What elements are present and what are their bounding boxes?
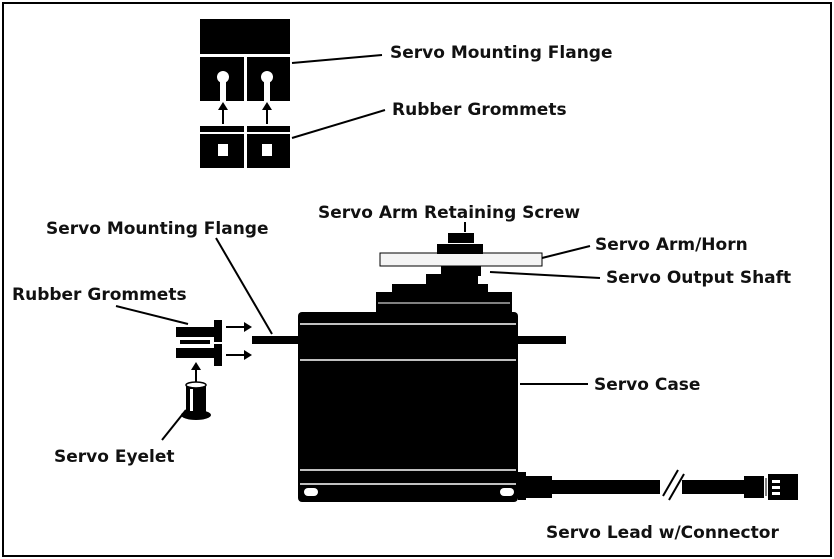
label-rubber-grommets-left: Rubber Grommets <box>12 285 187 305</box>
label-servo-lead-connector: Servo Lead w/Connector <box>546 523 779 543</box>
leader-lines <box>115 54 601 441</box>
label-servo-eyelet: Servo Eyelet <box>54 447 175 467</box>
servo-case <box>298 312 518 502</box>
label-servo-mounting-flange-left: Servo Mounting Flange <box>46 219 269 239</box>
servo-arm-horn <box>379 252 543 267</box>
grommets-side <box>176 320 222 366</box>
label-servo-arm-horn: Servo Arm/Horn <box>595 235 748 255</box>
label-servo-output-shaft: Servo Output Shaft <box>606 268 791 288</box>
grommets-detail <box>200 126 290 168</box>
insert-arrows <box>218 102 272 124</box>
servo-eyelet <box>181 381 211 420</box>
servo-lead <box>518 469 798 501</box>
label-servo-case: Servo Case <box>594 375 700 395</box>
grommet-arrows <box>191 322 252 382</box>
flange-bar-right <box>516 336 566 344</box>
output-shaft <box>437 233 483 276</box>
gear-housing <box>376 274 512 314</box>
label-servo-mounting-flange-top: Servo Mounting Flange <box>390 43 613 63</box>
flange-detail <box>200 19 290 101</box>
flange-bar-left <box>252 336 302 344</box>
label-rubber-grommets-top: Rubber Grommets <box>392 100 567 120</box>
label-servo-arm-retaining-screw: Servo Arm Retaining Screw <box>318 203 580 223</box>
